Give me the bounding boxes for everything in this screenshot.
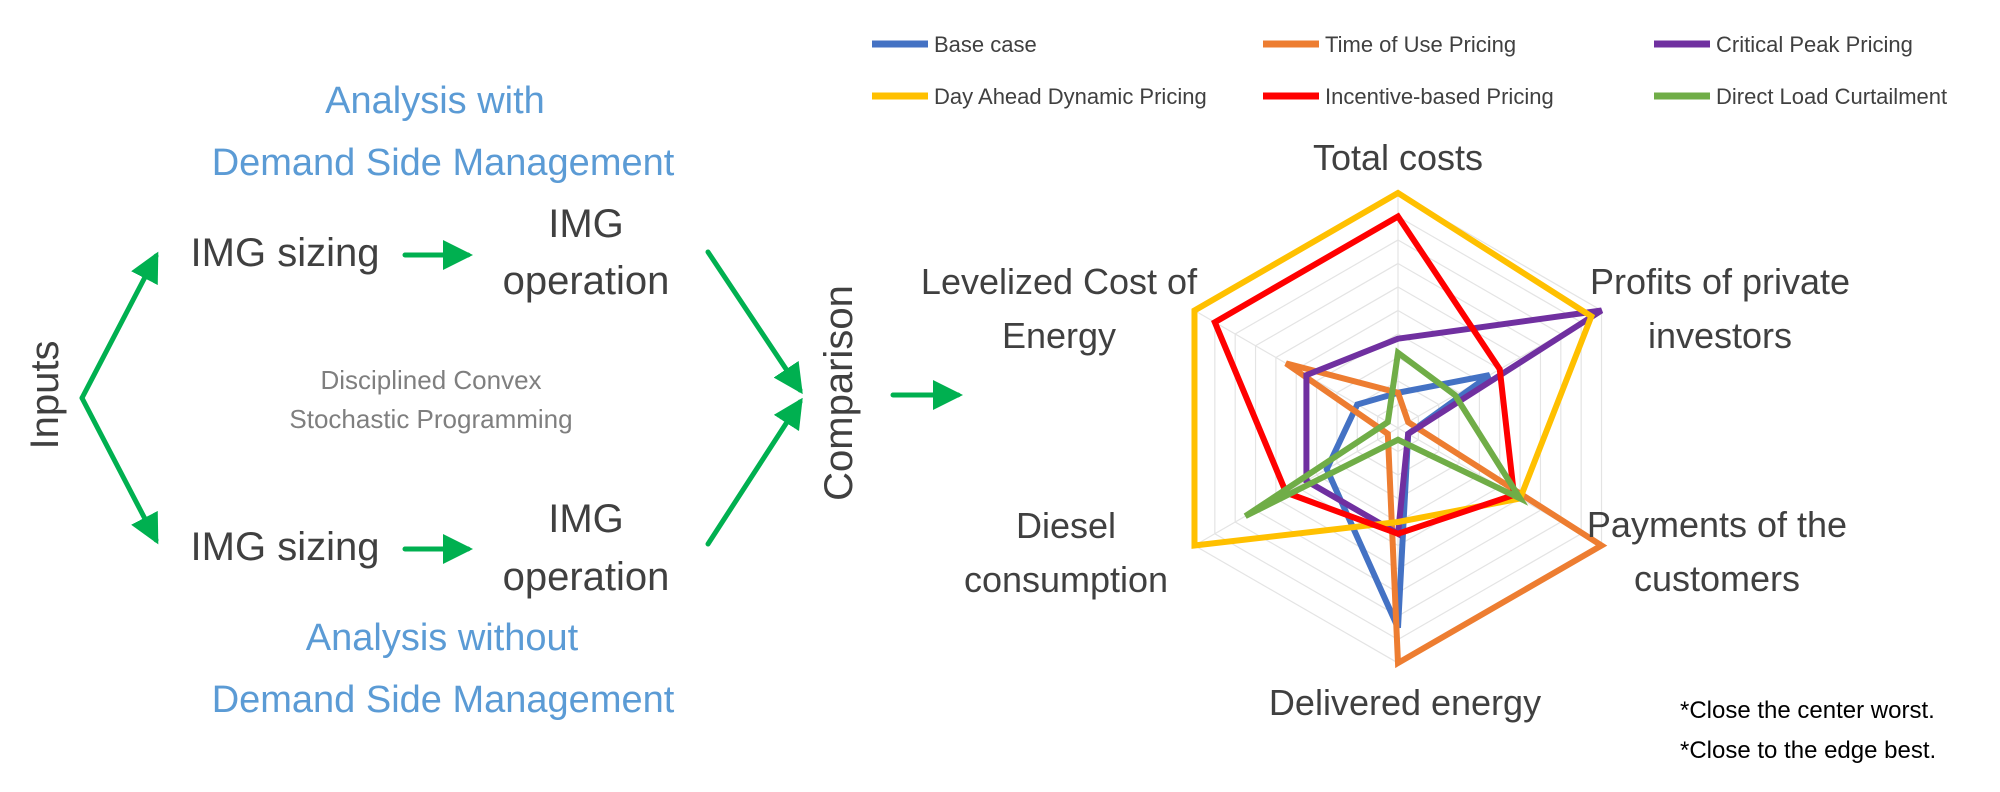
inputs-label: Inputs	[23, 341, 67, 450]
method-line2: Stochastic Programming	[289, 404, 572, 434]
radar-axis-label-1-line2: investors	[1648, 315, 1792, 356]
radar-axis-label-5-line1: Levelized Cost of	[921, 261, 1198, 302]
radar-spoke	[1194, 427, 1399, 547]
chart-legend: Base case Time of Use Pricing Critical Pea…	[872, 32, 1947, 109]
without-dsm-title-line2: Demand Side Management	[212, 679, 675, 721]
radar-axis-label-2-line1: Payments of the	[1587, 504, 1847, 545]
legend-label: Critical Peak Pricing	[1716, 32, 1913, 57]
radar-series-day-ahead-dynamic-pricing	[1191, 189, 1596, 549]
radar-axis-label-1-line1: Profits of private	[1590, 261, 1850, 302]
with-dsm-title-line1: Analysis with	[325, 80, 545, 122]
radar-series-time-of-use-pricing	[1284, 360, 1608, 669]
legend-label: Day Ahead Dynamic Pricing	[934, 84, 1207, 109]
radar-axis-label-5-line2: Energy	[1002, 315, 1116, 356]
arrow-inputs-to-upper-sizing	[79, 251, 159, 401]
radar-axis-label-3-line1: Delivered energy	[1269, 682, 1541, 723]
arrow-inputs-to-lower-sizing	[79, 395, 159, 545]
flow-diagram: Inputs Analysis with Demand Side Managem…	[23, 80, 963, 721]
note-edge-best: *Close to the edge best.	[1680, 737, 1936, 764]
flow-arrows	[79, 240, 963, 564]
radar-axis-label-4-line1: Diesel	[1016, 505, 1116, 546]
without-dsm-operation-line2: operation	[503, 555, 670, 599]
without-dsm-operation-line1: IMG	[548, 497, 624, 541]
with-dsm-operation-line1: IMG	[548, 202, 624, 246]
radar-series-incentive-based-pricing	[1211, 212, 1518, 537]
with-dsm-title-line2: Demand Side Management	[212, 142, 675, 184]
arrow-upper-operation-to-comparison	[705, 249, 803, 395]
radar-axis-label-2-line2: customers	[1634, 558, 1800, 599]
with-dsm-sizing-label: IMG sizing	[191, 231, 380, 275]
note-center-worst: *Close the center worst.	[1680, 697, 1935, 724]
legend-label: Incentive-based Pricing	[1325, 84, 1554, 109]
without-dsm-sizing-label: IMG sizing	[191, 525, 380, 569]
legend-label: Time of Use Pricing	[1325, 32, 1516, 57]
radar-series-direct-load-curtailment	[1243, 347, 1529, 519]
arrow-lower-operation-to-comparison	[705, 397, 803, 547]
legend-label: Base case	[934, 32, 1037, 57]
radar-series	[1191, 189, 1608, 669]
without-dsm-title-line1: Analysis without	[306, 617, 579, 659]
method-line1: Disciplined Convex	[320, 365, 541, 395]
comparison-label: Comparison	[817, 285, 861, 501]
radar-axis-label-4-line2: consumption	[964, 559, 1168, 600]
with-dsm-operation-line2: operation	[503, 259, 670, 303]
radar-axis-label-0-line1: Total costs	[1313, 137, 1483, 178]
legend-label: Direct Load Curtailment	[1716, 84, 1947, 109]
